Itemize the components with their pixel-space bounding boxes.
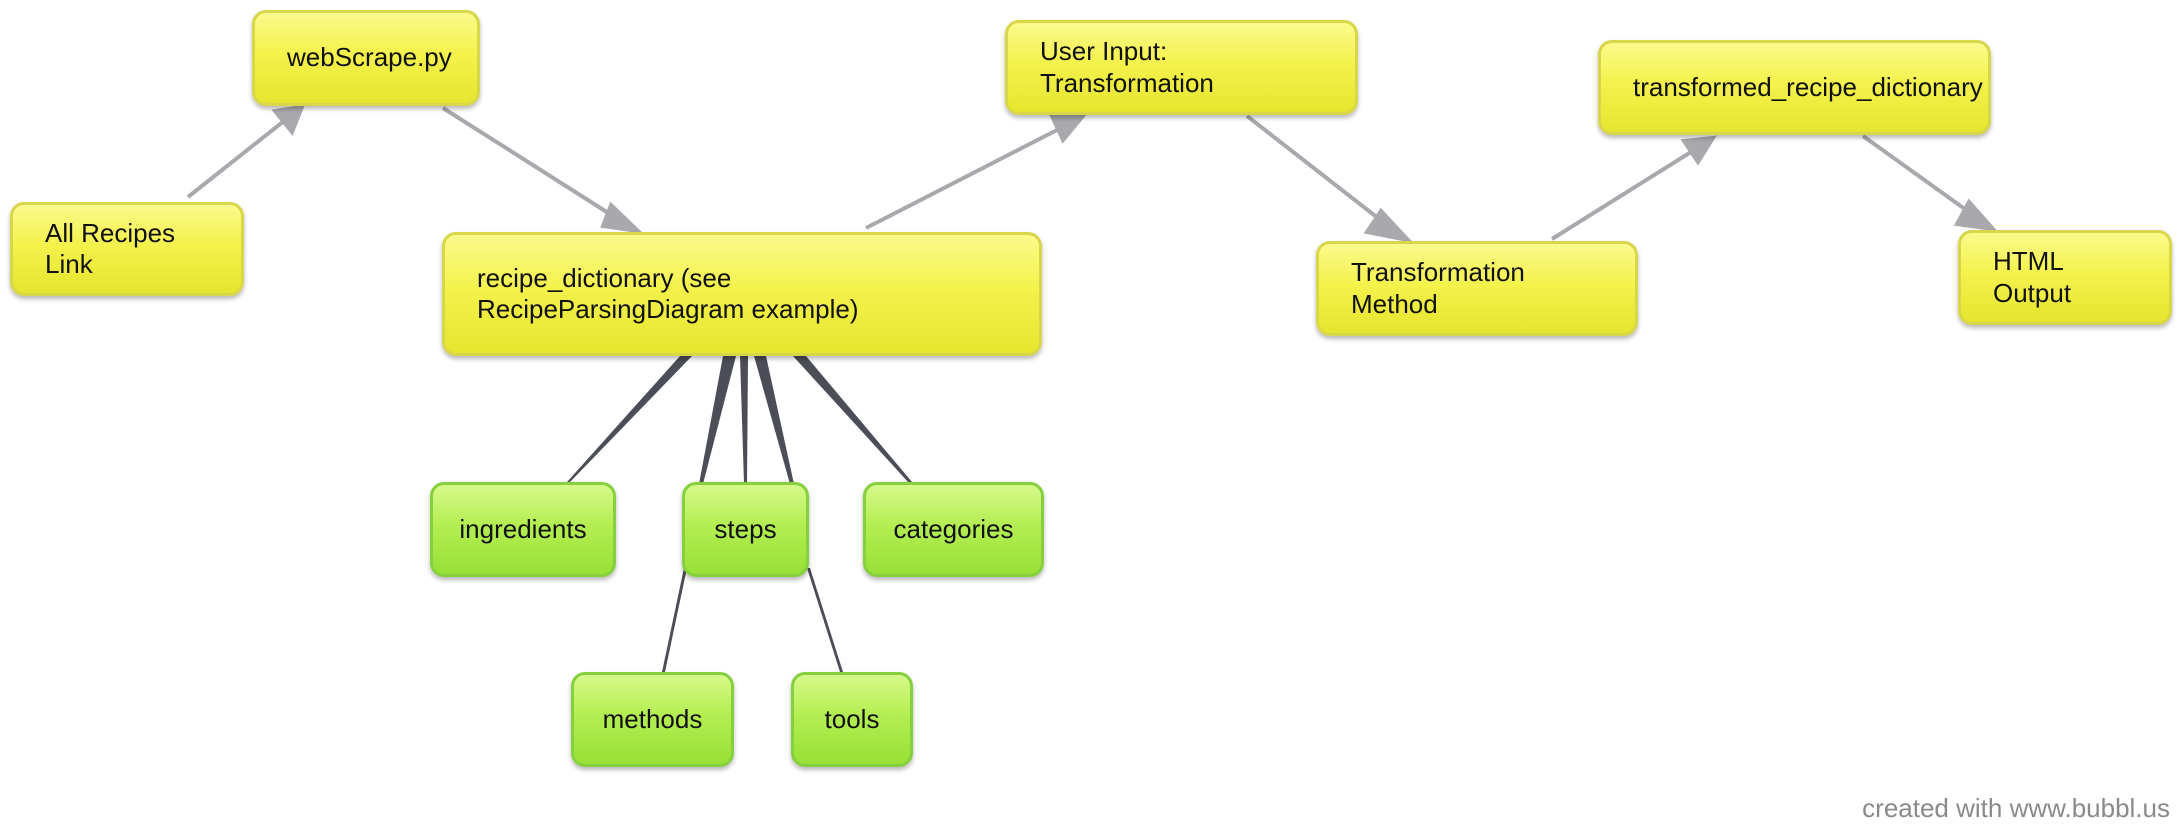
node-label: HTML Output (1993, 246, 2072, 308)
node-webscrape[interactable]: webScrape.py (252, 10, 480, 106)
node-label: All Recipes Link (45, 217, 176, 279)
node-ingredients[interactable]: ingredients (430, 482, 616, 577)
node-recipe-dictionary[interactable]: recipe_dictionary (see RecipeParsingDiag… (442, 232, 1042, 356)
branch-steps-right (754, 356, 794, 484)
node-all-recipes-link[interactable]: All Recipes Link (10, 202, 244, 296)
node-label: methods (602, 703, 703, 734)
node-steps[interactable]: steps (682, 482, 809, 577)
node-html-output[interactable]: HTML Output (1958, 230, 2172, 325)
node-transformed-recipe-dictionary[interactable]: transformed_recipe_dictionary (1598, 40, 1991, 135)
arrow-webscrape-to-recipe-dictionary (441, 106, 615, 218)
node-label: tools (824, 703, 880, 734)
node-tools[interactable]: tools (791, 672, 913, 767)
branch-categories (793, 356, 912, 482)
node-transformation-method[interactable]: Transformation Method (1316, 241, 1638, 336)
watermark-text: created with www.bubbl.us (1862, 793, 2170, 823)
arrow-head (1363, 207, 1414, 244)
node-label: categories (893, 513, 1014, 544)
arrow-all-recipes-to-webscrape (186, 119, 286, 199)
arrow-transformed-dictionary-to-html-output (1861, 134, 1971, 214)
node-label: transformed_recipe_dictionary (1633, 71, 1983, 102)
branch-methods (662, 568, 687, 672)
arrow-user-input-to-transformation-method (1245, 114, 1385, 224)
node-label: webScrape.py (287, 42, 452, 73)
branch-tools (807, 568, 843, 672)
node-methods[interactable]: methods (571, 672, 734, 767)
branch-ingredients (567, 356, 692, 482)
arrow-head (1680, 135, 1717, 166)
node-label: Transformation Method (1351, 257, 1525, 319)
arrow-head (1048, 114, 1088, 144)
arrow-transformation-method-to-transformed-dictionary (1550, 150, 1693, 241)
node-label: ingredients (459, 513, 587, 544)
node-categories[interactable]: categories (863, 482, 1044, 577)
node-user-input[interactable]: User Input: Transformation (1005, 20, 1358, 115)
branch-steps-middle (740, 356, 748, 484)
node-label: recipe_dictionary (see RecipeParsingDiag… (477, 262, 859, 324)
arrow-head (271, 104, 306, 136)
node-label: User Input: Transformation (1040, 36, 1214, 98)
branch-steps-left (699, 356, 736, 484)
node-label: steps (714, 513, 777, 544)
arrow-head (1953, 198, 1999, 232)
arrow-recipe-dictionary-to-user-input (865, 127, 1060, 230)
arrow-head (600, 201, 644, 234)
